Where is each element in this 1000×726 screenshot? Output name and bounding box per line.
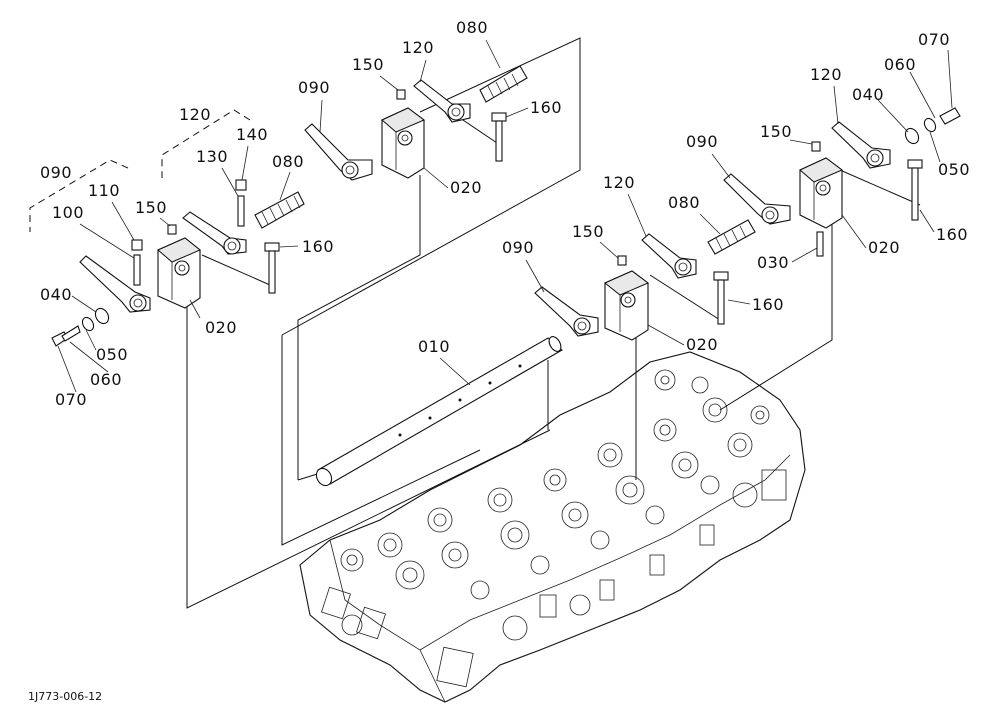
rocker-arm-090-right	[534, 286, 599, 337]
head-ports	[340, 369, 770, 600]
bolt-160-4	[907, 159, 923, 221]
callout-050: 050	[938, 160, 970, 179]
callout-120: 120	[810, 65, 842, 84]
callout-160: 160	[936, 225, 968, 244]
rocker-arm-120-right	[641, 233, 697, 279]
callout-070: 070	[918, 30, 950, 49]
callout-090: 090	[40, 163, 72, 182]
callout-080: 080	[272, 152, 304, 171]
callout-130: 130	[196, 147, 228, 166]
rocker-arm-090-far-right	[723, 173, 791, 225]
bolt-160-1	[264, 242, 280, 294]
rocker-arm-120-center	[413, 79, 471, 123]
figure-code: 1J773-006-12	[28, 690, 102, 703]
rocker-bracket-3	[604, 270, 649, 341]
washer-040-left	[94, 307, 110, 325]
pin-030	[816, 231, 824, 257]
washer-060-right	[923, 117, 937, 133]
callout-070: 070	[55, 390, 87, 409]
callout-160: 160	[752, 295, 784, 314]
spring-080-left	[254, 191, 305, 229]
nut-140	[235, 179, 247, 191]
callout-030: 030	[757, 253, 789, 272]
callout-100: 100	[52, 203, 84, 222]
spring-080-center	[479, 65, 528, 103]
bolt-160-2	[491, 112, 507, 162]
callout-040: 040	[852, 85, 884, 104]
callout-080: 080	[456, 18, 488, 37]
leader-lines	[29, 37, 921, 609]
callout-150: 150	[760, 122, 792, 141]
callout-160: 160	[302, 237, 334, 256]
rocker-bracket-4	[799, 157, 843, 229]
callout-020: 020	[868, 238, 900, 257]
cap-150-group	[167, 89, 821, 266]
callout-090: 090	[298, 78, 330, 97]
callout-120: 120	[179, 105, 211, 124]
callout-040: 040	[40, 285, 72, 304]
callout-010: 010	[418, 337, 450, 356]
rocker-bracket-1	[157, 237, 201, 309]
spring-080-right	[707, 219, 756, 255]
callout-020: 020	[450, 178, 482, 197]
callout-020: 020	[205, 318, 237, 337]
rocker-arm-090-left	[79, 255, 151, 313]
callout-060: 060	[884, 55, 916, 74]
callout-060: 060	[90, 370, 122, 389]
rocker-arm-120-far-right	[831, 121, 891, 169]
bolt-070-left	[51, 325, 81, 347]
callout-020: 020	[686, 335, 718, 354]
washer-040-right	[904, 127, 920, 145]
callout-080: 080	[668, 193, 700, 212]
washer-060-left	[81, 316, 95, 332]
bolt-160-3	[713, 271, 729, 325]
rocker-arm-120-left	[182, 211, 247, 255]
callout-050: 050	[96, 345, 128, 364]
callout-150: 150	[135, 198, 167, 217]
bolt-070-right	[939, 107, 961, 125]
callout-150: 150	[572, 222, 604, 241]
callout-140: 140	[236, 125, 268, 144]
nut-110	[131, 239, 143, 251]
rocker-arm-090-center	[304, 123, 373, 181]
label-leaders	[57, 39, 953, 393]
callout-090: 090	[502, 238, 534, 257]
rocker-shaft	[315, 336, 563, 487]
callout-160: 160	[530, 98, 562, 117]
adjust-screw-130	[237, 195, 245, 227]
callout-090: 090	[686, 132, 718, 151]
callout-120: 120	[402, 38, 434, 57]
rocker-bracket-2	[381, 107, 425, 179]
callout-labels: 010 020 020 020 020 030 040 040 050 050 …	[40, 18, 970, 409]
adjust-screw-100	[133, 254, 141, 286]
callout-110: 110	[88, 181, 120, 200]
callout-120: 120	[603, 173, 635, 192]
callout-150: 150	[352, 55, 384, 74]
